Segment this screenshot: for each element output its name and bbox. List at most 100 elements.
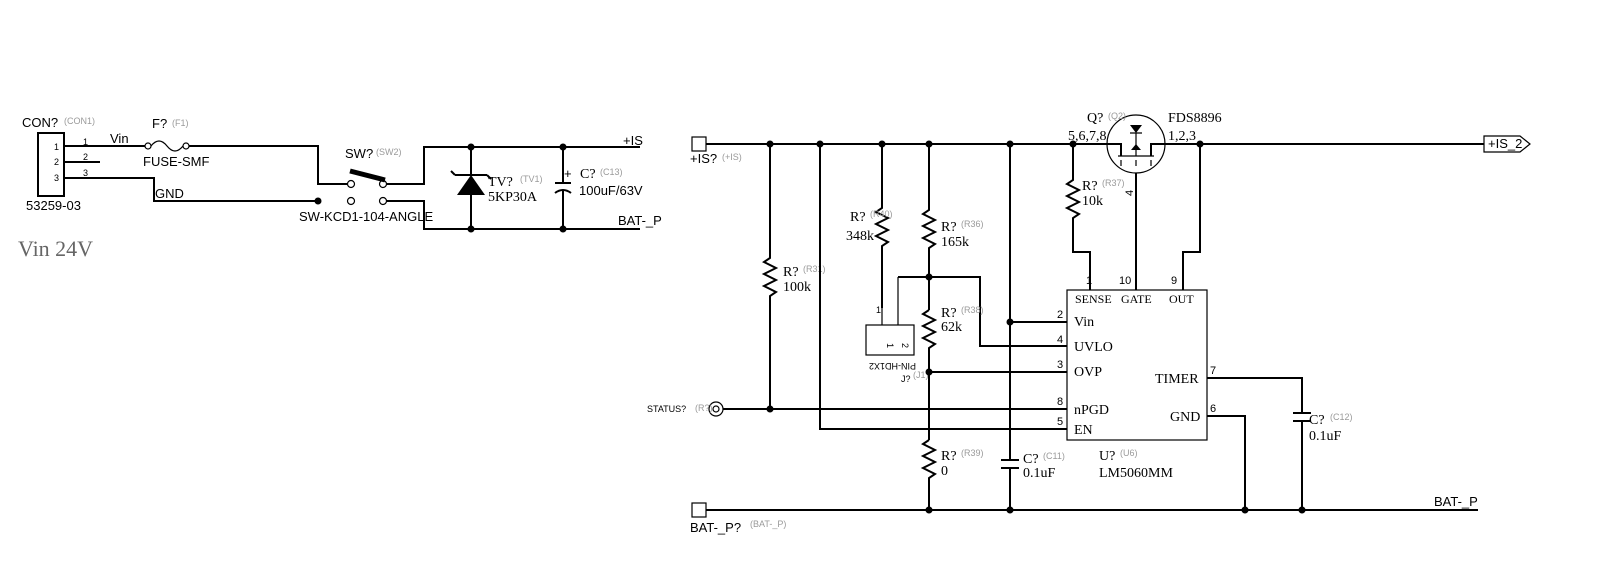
ic-pin-vin-num: 2 bbox=[1057, 309, 1063, 321]
jumper-name: J? bbox=[901, 374, 911, 384]
ic-pin-out-num: 9 bbox=[1171, 275, 1177, 287]
port-bat[interactable]: BAT-_P? (BAT-_P) bbox=[690, 502, 786, 535]
fuse-part: FUSE-SMF bbox=[143, 154, 210, 169]
ic-pin-en: EN bbox=[1074, 423, 1093, 438]
connector-part: 53259-03 bbox=[26, 198, 81, 213]
wire-is-top bbox=[386, 146, 640, 185]
port-is-name: +IS? bbox=[690, 151, 717, 166]
switch-part: SW-KCD1-104-ANGLE bbox=[299, 209, 433, 224]
ic-pin-ovp: OVP bbox=[1074, 365, 1102, 380]
resistor-r39[interactable]: R? (R39) 0 bbox=[920, 439, 984, 510]
r36-name: R? bbox=[941, 220, 957, 235]
r31-value: 100k bbox=[783, 280, 811, 295]
c13-name: C? bbox=[580, 167, 596, 182]
switch-ref: (SW2) bbox=[376, 147, 402, 157]
mosfet-q2[interactable]: Q? (Q2) FDS8896 5,6,7,8 1,2,3 4 bbox=[1068, 111, 1222, 286]
r36-ref: (R36) bbox=[961, 219, 984, 229]
connector-pin-3: 3 bbox=[54, 173, 59, 183]
connector-pin-1: 1 bbox=[54, 142, 59, 152]
fuse-ref: (F1) bbox=[172, 118, 189, 128]
fuse-f1[interactable]: F? (F1) FUSE-SMF bbox=[143, 116, 210, 169]
ic-u6[interactable]: 1 10 9 SENSE GATE OUT 2 4 3 8 5 Vin UVLO… bbox=[1057, 275, 1216, 481]
q2-ref: (Q2) bbox=[1108, 111, 1126, 121]
ic-pin-timer: TIMER bbox=[1155, 372, 1199, 387]
resistor-r31[interactable]: R? (R31) 100k bbox=[761, 144, 826, 409]
ic-pin-uvlo-num: 4 bbox=[1057, 334, 1063, 346]
port-is[interactable]: +IS? (+IS) bbox=[690, 136, 742, 166]
resistor-r40[interactable]: R? (R40) 348k bbox=[846, 144, 893, 308]
ic-pin-npgd-num: 8 bbox=[1057, 396, 1063, 408]
c13-ref: (C13) bbox=[600, 167, 623, 177]
resistor-r37[interactable]: R? (R37) 10k bbox=[1064, 144, 1125, 286]
vin-24v-note: Vin 24V bbox=[18, 236, 93, 261]
q2-name: Q? bbox=[1087, 111, 1103, 126]
wire-uvlo bbox=[898, 276, 1067, 347]
jumper-ref: (J1) bbox=[913, 370, 929, 380]
ic-pin-npgd: nPGD bbox=[1074, 403, 1109, 418]
connector-con1[interactable]: CON? (CON1) 53259-03 1 2 3 1 2 3 bbox=[22, 115, 95, 213]
junction-c11-bot bbox=[1006, 506, 1014, 514]
net-label-gnd: GND bbox=[155, 186, 184, 201]
c11-value: 0.1uF bbox=[1023, 466, 1056, 481]
wire-en bbox=[819, 144, 1067, 430]
tvs-ref: (TV1) bbox=[520, 174, 543, 184]
wire-bat-top bbox=[386, 200, 640, 230]
net-label-bat-bottom: BAT-_P bbox=[1434, 494, 1478, 509]
tvs-name: TV? bbox=[488, 175, 513, 190]
switch-name: SW? bbox=[345, 146, 373, 161]
ic-pin-ovp-num: 3 bbox=[1057, 359, 1063, 371]
capacitor-c13[interactable]: + C? (C13) 100uF/63V bbox=[554, 147, 643, 229]
r39-value: 0 bbox=[941, 464, 948, 479]
tvs-value: 5KP30A bbox=[488, 190, 538, 205]
ic-pin-sense: SENSE bbox=[1075, 292, 1112, 306]
r39-name: R? bbox=[941, 449, 957, 464]
status-ref: (R?) bbox=[695, 403, 713, 413]
r37-name: R? bbox=[1082, 179, 1098, 194]
status-port[interactable]: STATUS? (R?) bbox=[647, 401, 724, 417]
jumper-pin1: 1 bbox=[876, 305, 881, 315]
switch-sw2[interactable]: SW? (SW2) SW-KCD1-104-ANGLE bbox=[299, 146, 433, 224]
jumper-part: PIN-HD1X2 bbox=[869, 361, 916, 371]
connector-ref: (CON1) bbox=[64, 116, 95, 126]
r31-name: R? bbox=[783, 265, 799, 280]
ic-pin-gate: GATE bbox=[1121, 292, 1152, 306]
c13-value: 100uF/63V bbox=[579, 183, 643, 198]
ic-part: LM5060MM bbox=[1099, 466, 1173, 481]
port-is2[interactable]: +IS_2 bbox=[1483, 135, 1531, 153]
junction-gnd-bot bbox=[1241, 506, 1249, 514]
wire-timer bbox=[1207, 377, 1303, 413]
r36-value: 165k bbox=[941, 235, 969, 250]
capacitor-c12[interactable]: C? (C12) 0.1uF bbox=[1293, 412, 1353, 510]
resistor-r36[interactable]: R? (R36) 165k bbox=[920, 144, 984, 310]
con-pin1-num: 1 bbox=[83, 137, 88, 147]
r37-ref: (R37) bbox=[1102, 178, 1125, 188]
ic-pin-vin: Vin bbox=[1074, 315, 1094, 330]
r37-value: 10k bbox=[1082, 194, 1103, 209]
con-pin2-num: 2 bbox=[83, 152, 88, 162]
r40-ref: (R40) bbox=[870, 209, 893, 219]
net-label-is: +IS bbox=[623, 133, 643, 148]
junction-r39-bot bbox=[925, 506, 933, 514]
port-is2-label: +IS_2 bbox=[1488, 136, 1522, 151]
wire-gnd bbox=[64, 177, 316, 202]
q2-pins-left: 5,6,7,8 bbox=[1068, 129, 1107, 144]
junction-gnd bbox=[314, 197, 322, 205]
r40-value: 348k bbox=[846, 229, 874, 244]
jumper-j1[interactable]: 1 1 2 PIN-HD1X2 J? (J1) bbox=[865, 277, 929, 384]
ic-pin-out: OUT bbox=[1169, 292, 1194, 306]
connector-name: CON? bbox=[22, 115, 58, 130]
capacitor-c11[interactable]: C? (C11) 0.1uF bbox=[1001, 451, 1065, 510]
wire-out bbox=[1182, 144, 1201, 286]
ic-top-stubs bbox=[1089, 286, 1184, 290]
tvs-tv1[interactable]: TV? (TV1) 5KP30A bbox=[450, 147, 543, 229]
ic-pin-sense-num: 1 bbox=[1086, 275, 1092, 287]
ic-pin-en-num: 5 bbox=[1057, 416, 1063, 428]
resistor-r38[interactable]: R? (R38) 62k bbox=[920, 305, 984, 440]
q2-pin-gate: 4 bbox=[1124, 190, 1136, 196]
status-name: STATUS? bbox=[647, 404, 686, 414]
r39-ref: (R39) bbox=[961, 448, 984, 458]
ic-pin-uvlo: UVLO bbox=[1074, 340, 1113, 355]
c11-name: C? bbox=[1023, 452, 1039, 467]
jumper-pin2-inner: 2 bbox=[900, 343, 910, 348]
junction-tvs-bot bbox=[467, 225, 475, 233]
